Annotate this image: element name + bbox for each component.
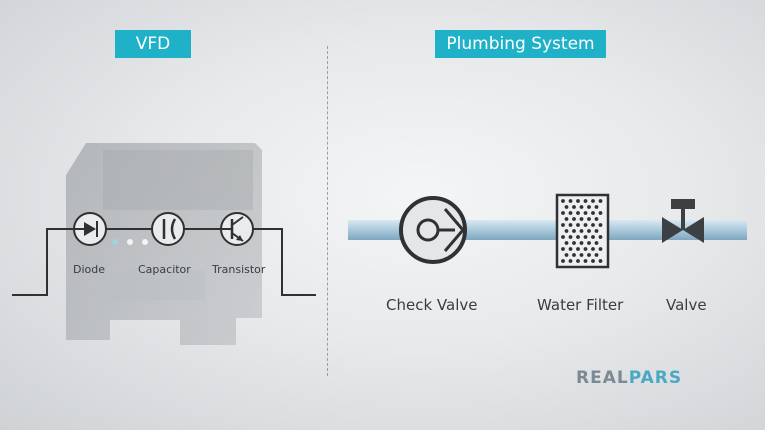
capacitor-icon — [151, 212, 185, 246]
filter-dot — [564, 241, 569, 245]
filter-dot — [598, 223, 603, 227]
diode-label: Diode — [73, 263, 106, 276]
valve-label: Valve — [666, 296, 707, 314]
filter-dot — [576, 247, 580, 251]
filter-dot — [576, 259, 580, 263]
filter-dot — [583, 211, 588, 215]
filter-dot — [591, 235, 595, 239]
filter-dot — [587, 205, 591, 209]
transistor-label: Transistor — [212, 263, 266, 276]
filter-dot — [564, 205, 569, 209]
filter-dot — [594, 229, 599, 233]
filter-dot — [564, 217, 569, 221]
filter-dot — [561, 199, 565, 203]
filter-dot — [568, 223, 573, 227]
water-filter-icon — [555, 193, 610, 269]
filter-dot — [598, 235, 603, 239]
filter-dot — [583, 223, 588, 227]
filter-dot — [579, 229, 584, 233]
plumbing-title-badge: Plumbing System — [435, 30, 606, 58]
transistor-icon — [220, 212, 254, 246]
filter-dot — [583, 259, 588, 263]
filter-dot — [583, 247, 588, 251]
diode-icon — [73, 212, 107, 246]
filter-dot — [576, 223, 580, 227]
filter-dot — [587, 229, 591, 233]
valve-icon — [662, 199, 704, 243]
filter-dot — [579, 241, 584, 245]
filter-dot — [598, 259, 603, 263]
filter-dot — [587, 253, 591, 257]
filter-dot — [576, 235, 580, 239]
filter-dot — [583, 199, 588, 203]
filter-dot — [572, 205, 576, 209]
filter-dot — [591, 259, 595, 263]
filter-dot — [561, 247, 565, 251]
filter-dot — [576, 199, 580, 203]
realpars-logo: REALPARS — [576, 368, 683, 388]
filter-dot — [564, 253, 569, 257]
section-divider — [327, 46, 328, 376]
filter-dot — [591, 211, 595, 215]
filter-dot — [576, 211, 580, 215]
filter-dot — [591, 223, 595, 227]
filter-dot — [572, 217, 576, 221]
filter-dot — [579, 253, 584, 257]
filter-dot — [594, 217, 599, 221]
filter-dot — [561, 235, 565, 239]
capacitor-label: Capacitor — [138, 263, 191, 276]
filter-dot — [568, 259, 573, 263]
filter-dot — [572, 253, 576, 257]
filter-dot — [591, 247, 595, 251]
filter-dot — [568, 211, 573, 215]
check-valve-icon — [399, 196, 467, 264]
filter-dot — [572, 241, 576, 245]
filter-dot — [561, 211, 565, 215]
filter-dot — [594, 241, 599, 245]
filter-dot — [598, 247, 603, 251]
filter-dot — [568, 235, 573, 239]
filter-dot — [579, 205, 584, 209]
filter-dot — [591, 199, 595, 203]
filter-dot — [561, 223, 565, 227]
filter-dot — [583, 235, 588, 239]
filter-dot — [579, 217, 584, 221]
filter-dot — [598, 199, 603, 203]
check-valve-label: Check Valve — [386, 296, 478, 314]
filter-dot — [568, 199, 573, 203]
filter-dot — [561, 259, 565, 263]
filter-dot — [598, 211, 603, 215]
filter-dot — [594, 205, 599, 209]
water-filter-label: Water Filter — [537, 296, 624, 314]
filter-dot — [594, 253, 599, 257]
filter-dot — [568, 247, 573, 251]
filter-dot — [572, 229, 576, 233]
filter-dot — [587, 241, 591, 245]
filter-dot — [587, 217, 591, 221]
filter-dot — [564, 229, 569, 233]
vfd-title-badge: VFD — [115, 30, 191, 58]
